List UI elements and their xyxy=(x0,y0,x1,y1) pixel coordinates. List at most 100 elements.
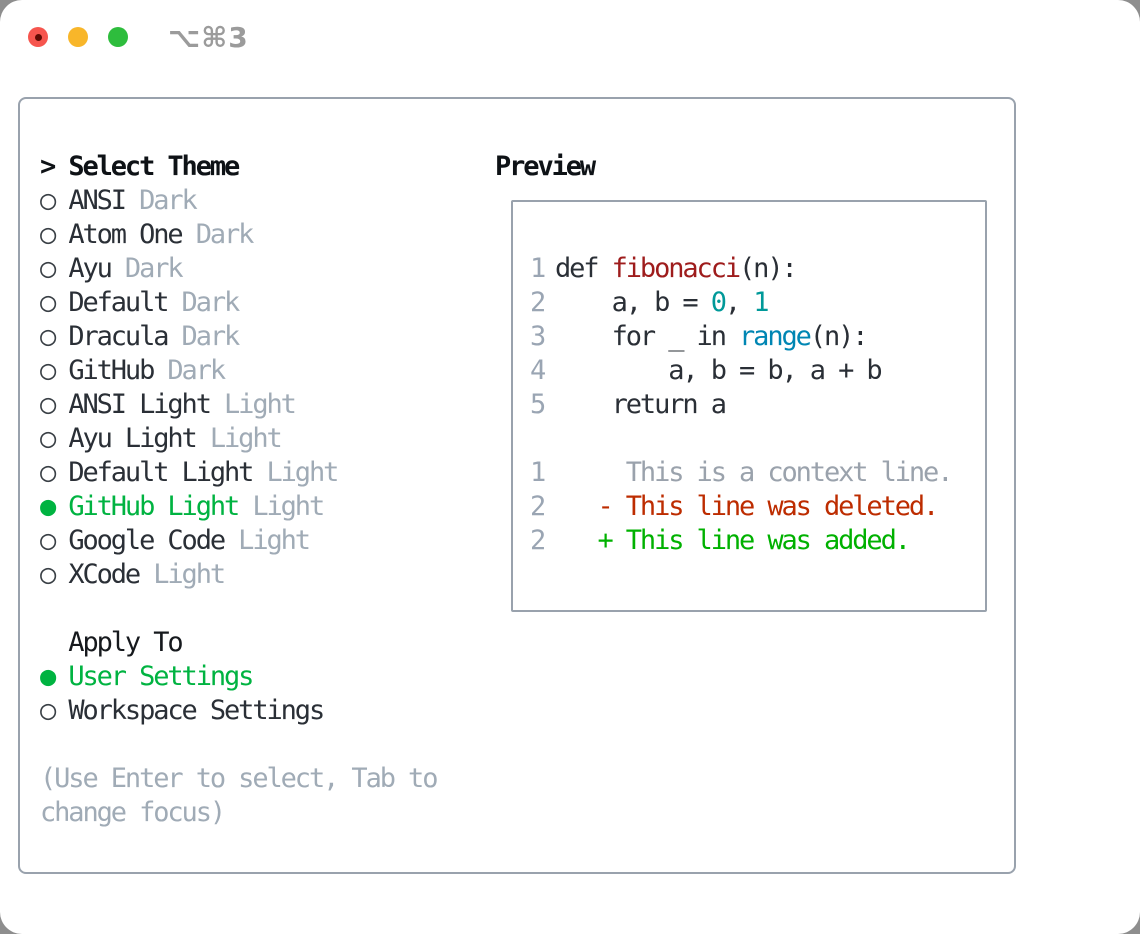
line-number: 5 xyxy=(530,389,546,420)
code-line-5: 5 return a xyxy=(530,388,951,422)
theme-list: > Select Theme○ ANSI Dark○ Atom One Dark… xyxy=(40,150,438,830)
radio-unselected-icon: ○ xyxy=(40,321,69,352)
theme-name: Default xyxy=(68,287,169,318)
line-number: 1 xyxy=(530,457,546,488)
code-segment: a, b = b, a + b xyxy=(555,355,882,386)
code-line-9: 2 + This line was added. xyxy=(530,524,951,558)
line-number: 4 xyxy=(530,355,546,386)
theme-name: XCode xyxy=(68,559,141,590)
theme-name: Google Code xyxy=(68,525,226,556)
theme-name: GitHub Light xyxy=(68,491,240,522)
code-line-8: 2 - This line was deleted. xyxy=(530,490,951,524)
apply-option-label: Workspace Settings xyxy=(68,695,325,726)
theme-variant-label: Light xyxy=(224,525,311,556)
theme-option-ayu[interactable]: ○ Ayu Dark xyxy=(40,252,436,286)
radio-unselected-icon: ○ xyxy=(40,253,69,284)
hint-line-2: change focus) xyxy=(40,796,436,830)
code-segment: + This line was added. xyxy=(555,525,911,556)
code-segment: (n): xyxy=(809,321,869,352)
radio-unselected-icon: ○ xyxy=(40,389,69,420)
theme-name: Atom One xyxy=(68,219,183,250)
code-line-7: 1 This is a context line. xyxy=(530,456,954,490)
code-segment: 1 xyxy=(753,287,769,318)
theme-option-atom-one[interactable]: ○ Atom One Dark xyxy=(40,218,436,252)
theme-variant-label: Dark xyxy=(124,185,198,216)
radio-unselected-icon: ○ xyxy=(40,423,69,454)
line-number: 3 xyxy=(530,321,546,352)
apply-to-title-label: Apply To xyxy=(40,627,183,658)
window-titlebar: ⌥⌘3 xyxy=(0,0,1140,97)
line-number: 2 xyxy=(530,525,546,556)
code-segment: return a xyxy=(555,389,727,420)
theme-option-ayu-light[interactable]: ○ Ayu Light Light xyxy=(40,422,436,456)
theme-variant-label: Dark xyxy=(167,287,241,318)
theme-option-google-code[interactable]: ○ Google Code Light xyxy=(40,524,436,558)
line-number: 1 xyxy=(530,253,546,284)
code-line-4: 4 a, b = b, a + b xyxy=(530,354,951,388)
code-segment: for _ in xyxy=(555,321,740,352)
radio-selected-icon: ● xyxy=(40,661,69,692)
code-segment: range xyxy=(739,321,812,352)
theme-picker-panel: > Select Theme○ ANSI Dark○ Atom One Dark… xyxy=(18,97,1016,874)
spacer-row xyxy=(40,728,436,762)
theme-option-github[interactable]: ○ GitHub Dark xyxy=(40,354,436,388)
title-caret-icon: > xyxy=(40,151,69,182)
theme-variant-label: Dark xyxy=(167,321,241,352)
theme-option-xcode[interactable]: ○ XCode Light xyxy=(40,558,436,592)
radio-unselected-icon: ○ xyxy=(40,355,69,386)
radio-unselected-icon: ○ xyxy=(40,695,69,726)
theme-name: Dracula xyxy=(68,321,169,352)
code-line-2: 2 a, b = 0, 1 xyxy=(530,286,951,320)
minimize-button[interactable] xyxy=(68,27,88,47)
select-theme-title: > Select Theme xyxy=(40,150,436,184)
radio-selected-icon: ● xyxy=(40,491,69,522)
select-theme-title-label: Select Theme xyxy=(68,151,240,182)
theme-variant-label: Light xyxy=(139,559,226,590)
theme-option-default-light[interactable]: ○ Default Light Light xyxy=(40,456,436,490)
apply-option-user-settings[interactable]: ● User Settings xyxy=(40,660,436,694)
theme-option-ansi-light[interactable]: ○ ANSI Light Light xyxy=(40,388,436,422)
theme-option-dracula[interactable]: ○ Dracula Dark xyxy=(40,320,436,354)
line-number: 2 xyxy=(530,491,546,522)
code-segment: 0 xyxy=(710,287,727,318)
zoom-button[interactable] xyxy=(108,27,128,47)
theme-variant-label: Dark xyxy=(153,355,226,386)
code-segment: a, b = xyxy=(555,287,711,318)
radio-unselected-icon: ○ xyxy=(40,525,69,556)
theme-variant-label: Light xyxy=(209,389,297,420)
theme-name: Ayu xyxy=(68,253,113,284)
theme-variant-label: Dark xyxy=(110,253,184,284)
window-shortcut-label: ⌥⌘3 xyxy=(168,21,249,54)
preview-title: Preview xyxy=(495,151,596,182)
radio-unselected-icon: ○ xyxy=(40,219,69,250)
spacer-row xyxy=(40,592,436,626)
theme-option-default[interactable]: ○ Default Dark xyxy=(40,286,436,320)
theme-variant-label: Light xyxy=(238,491,325,522)
code-segment: - This line was deleted. xyxy=(555,491,939,522)
code-segment: fibonacci xyxy=(611,253,742,284)
code-segment: , xyxy=(724,287,754,318)
theme-variant-label: Light xyxy=(195,423,283,454)
theme-variant-label: Dark xyxy=(181,219,255,250)
close-button[interactable] xyxy=(28,27,48,47)
line-number: 2 xyxy=(530,287,546,318)
radio-unselected-icon: ○ xyxy=(40,559,69,590)
code-segment: def xyxy=(555,253,612,284)
code-line-3: 3 for _ in range(n): xyxy=(530,320,951,354)
theme-option-github-light[interactable]: ● GitHub Light Light xyxy=(40,490,436,524)
theme-name: Default Light xyxy=(68,457,254,488)
close-dot-icon xyxy=(34,33,42,41)
theme-option-ansi[interactable]: ○ ANSI Dark xyxy=(40,184,436,218)
code-segment: This is a context line. xyxy=(555,457,954,488)
radio-unselected-icon: ○ xyxy=(40,287,69,318)
code-blank-line xyxy=(530,422,951,456)
apply-option-workspace-settings[interactable]: ○ Workspace Settings xyxy=(40,694,436,728)
apply-to-title: Apply To xyxy=(40,626,436,660)
theme-variant-label: Light xyxy=(252,457,339,488)
theme-name: Ayu Light xyxy=(68,423,198,454)
radio-unselected-icon: ○ xyxy=(40,457,69,488)
